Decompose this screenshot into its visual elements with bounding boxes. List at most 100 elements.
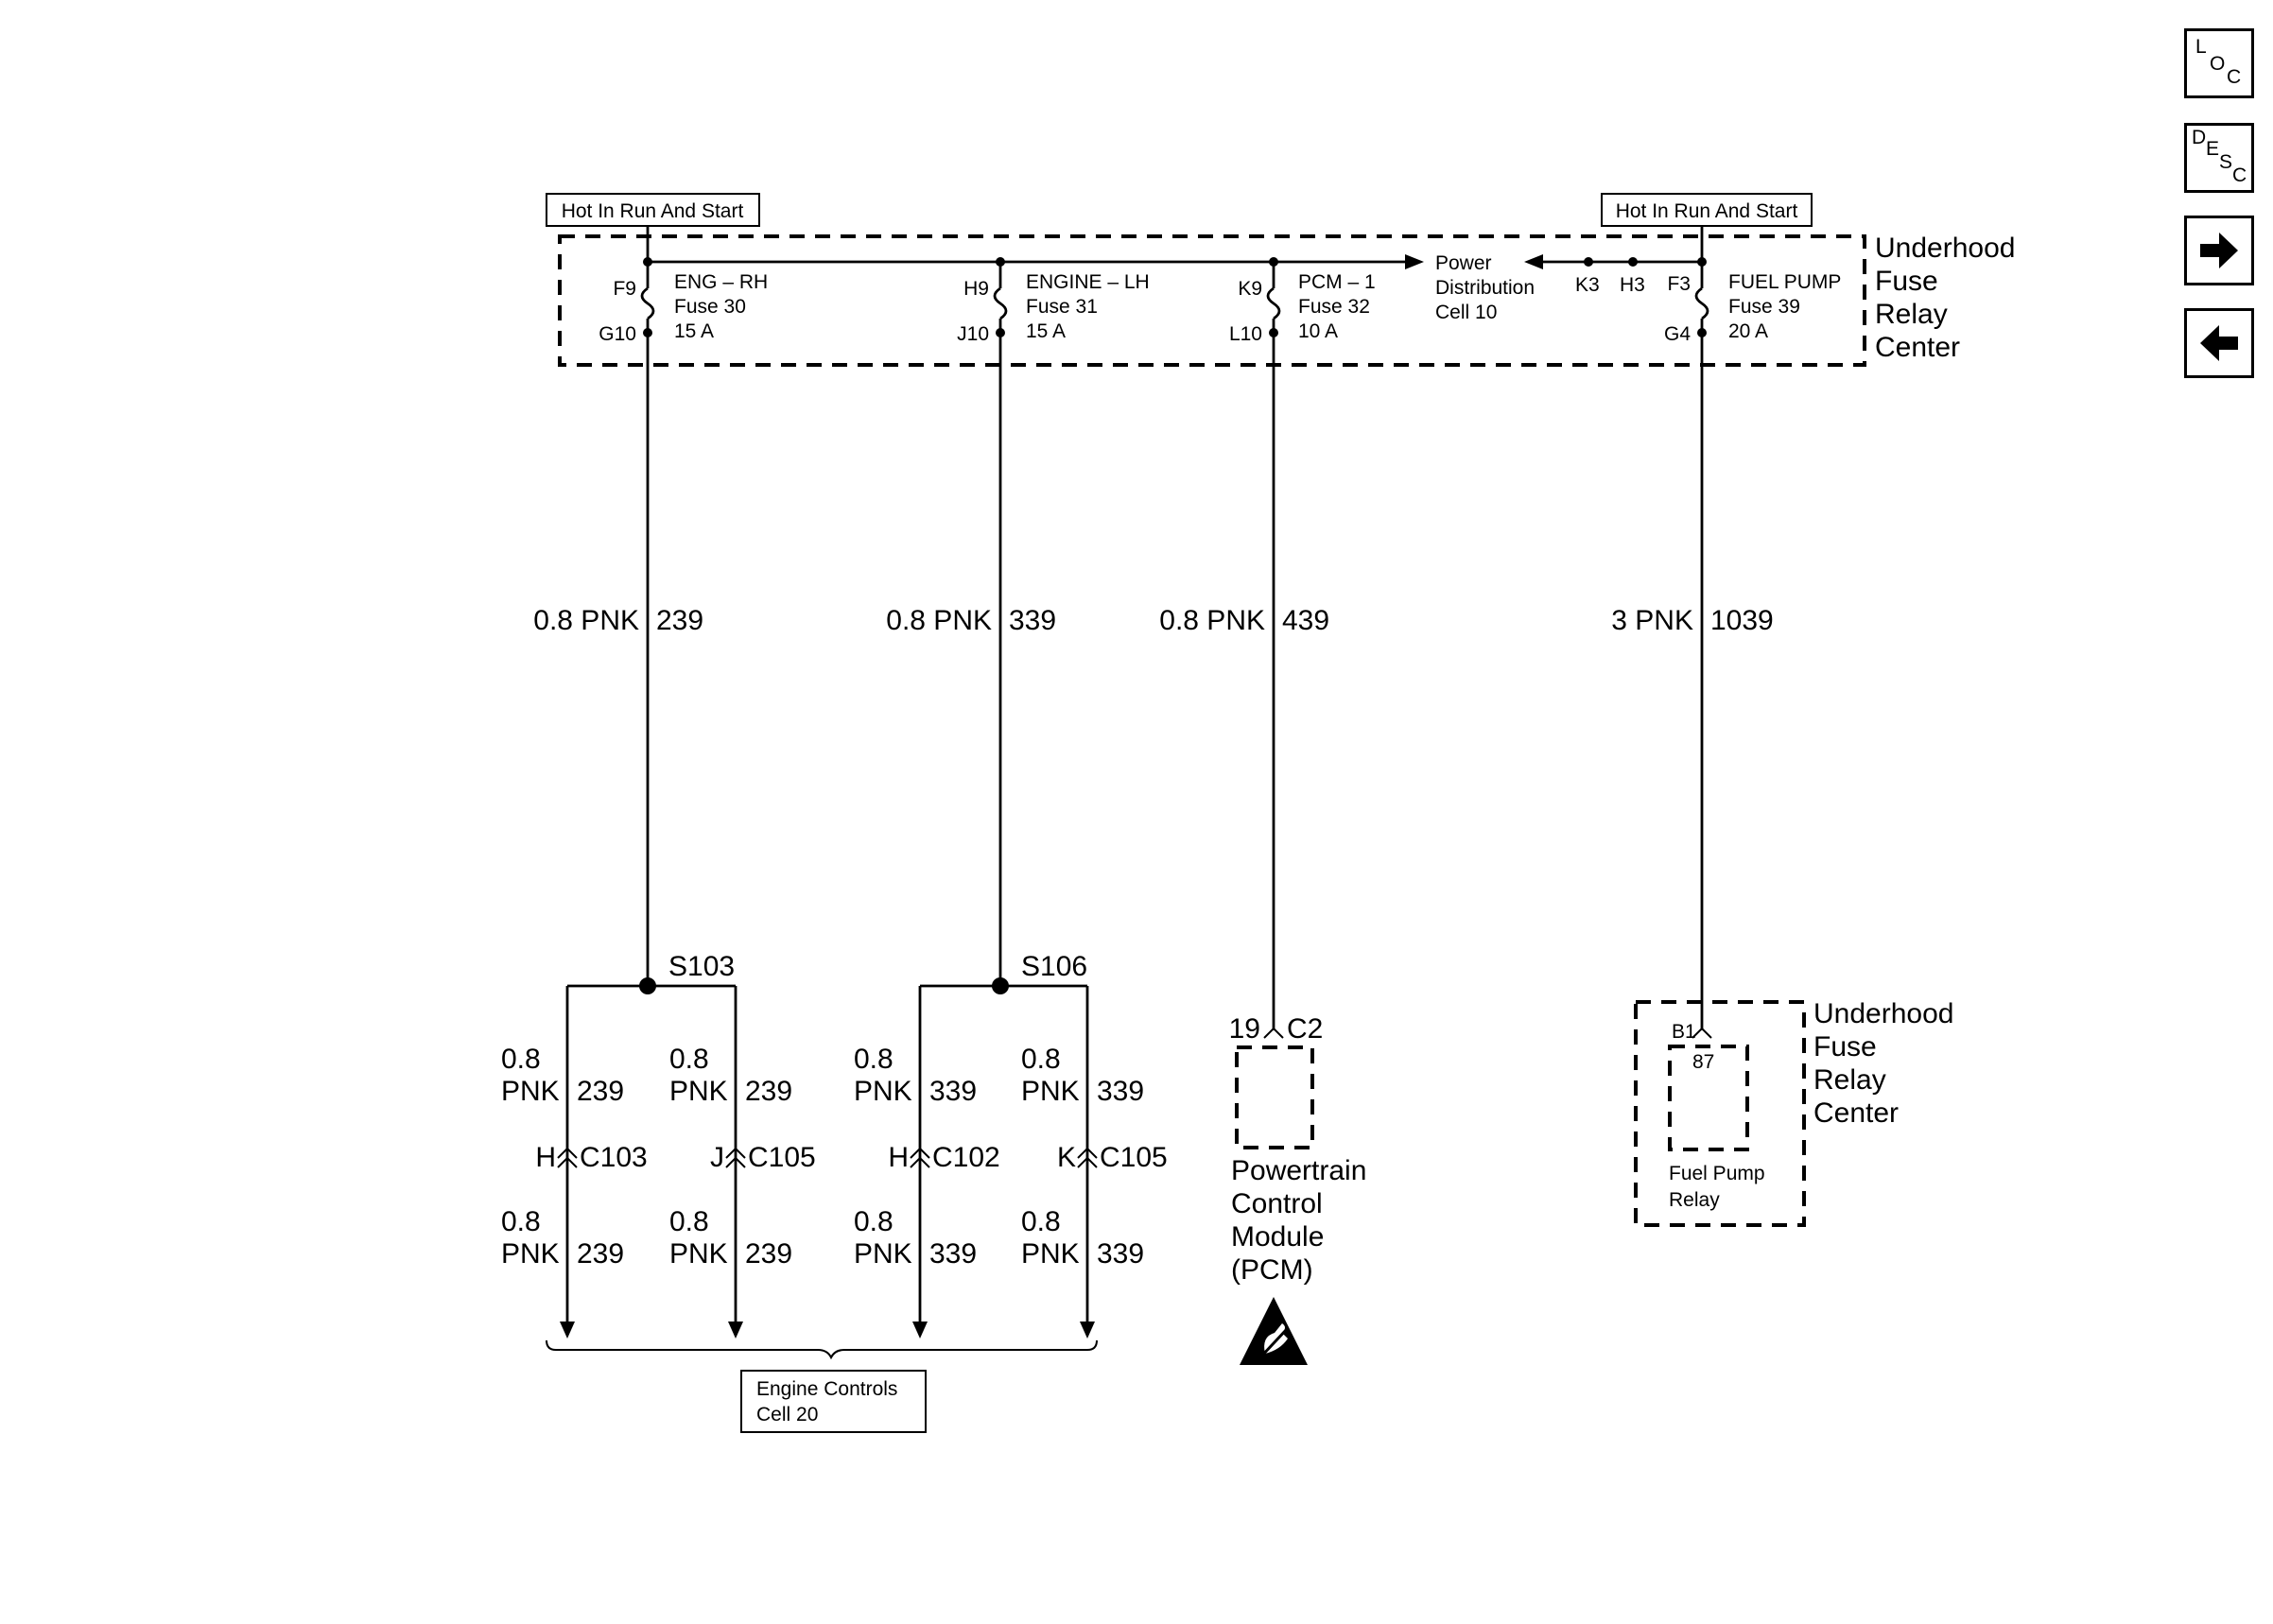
loc-letter-o: O: [2210, 53, 2226, 75]
svg-text:15 A: 15 A: [674, 320, 714, 342]
bus-arrow-right: [1405, 254, 1424, 269]
svg-text:0.8 PNK: 0.8 PNK: [1159, 605, 1265, 636]
svg-text:87: 87: [1692, 1051, 1714, 1073]
wire-1039: 3 PNK 1039: [1611, 333, 1774, 1030]
loc-letter-l: L: [2195, 36, 2207, 58]
svg-text:339: 339: [1097, 1076, 1144, 1107]
svg-text:339: 339: [1009, 605, 1056, 636]
loc-letter-c: C: [2227, 66, 2242, 88]
hot-in-run-start-left: Hot In Run And Start: [546, 193, 760, 227]
svg-text:0.8: 0.8: [1021, 1206, 1061, 1237]
fuse-32: K9 L10 PCM – 1 Fuse 32 10 A: [1229, 257, 1376, 345]
svg-text:0.8 PNK: 0.8 PNK: [886, 605, 992, 636]
svg-text:Hot In Run And Start: Hot In Run And Start: [562, 200, 744, 222]
branch-339-c105: 0.8 PNK 339 K C105 0.8 PNK 339: [1021, 986, 1168, 1339]
svg-text:Fuse 30: Fuse 30: [674, 296, 746, 318]
svg-text:19: 19: [1229, 1013, 1260, 1045]
next-page-button[interactable]: [2184, 216, 2254, 285]
svg-text:Center: Center: [1875, 332, 1960, 363]
svg-text:3 PNK: 3 PNK: [1611, 605, 1693, 636]
engine-controls-ref[interactable]: Engine Controls Cell 20: [740, 1370, 927, 1433]
svg-text:439: 439: [1282, 605, 1329, 636]
svg-text:Fuel Pump: Fuel Pump: [1669, 1163, 1765, 1184]
svg-text:C103: C103: [580, 1142, 648, 1173]
svg-text:L10: L10: [1229, 323, 1262, 345]
svg-text:Underhood: Underhood: [1813, 998, 1953, 1029]
pd-pin-k3: K3: [1575, 274, 1600, 296]
wire-439: 0.8 PNK 439: [1159, 333, 1329, 1030]
svg-text:C2: C2: [1287, 1013, 1323, 1045]
wire-339: 0.8 PNK 339: [886, 333, 1056, 986]
svg-text:0.8: 0.8: [854, 1206, 894, 1237]
svg-text:ENG – RH: ENG – RH: [674, 271, 768, 293]
relay-center-title: Underhood Fuse Relay Center: [1875, 233, 2015, 363]
svg-text:0.8: 0.8: [501, 1044, 541, 1075]
branch-239-c105: 0.8 PNK 239 J C105 0.8 PNK 239: [669, 986, 816, 1339]
arrow-left-icon: [2200, 325, 2238, 361]
svg-text:Distribution: Distribution: [1435, 277, 1535, 299]
prev-page-button[interactable]: [2184, 308, 2254, 378]
loc-button[interactable]: L O C: [2184, 28, 2254, 98]
svg-text:Engine Controls: Engine Controls: [756, 1378, 897, 1400]
desc-button[interactable]: D E S C: [2184, 123, 2254, 193]
svg-text:Powertrain: Powertrain: [1231, 1155, 1366, 1186]
esd-warning-icon: [1240, 1297, 1308, 1365]
svg-text:H: H: [535, 1142, 556, 1173]
svg-text:0.8: 0.8: [1021, 1044, 1061, 1075]
fuse-39: F3 G4 FUEL PUMP Fuse 39 20 A: [1664, 257, 1841, 345]
svg-text:Underhood: Underhood: [1875, 233, 2015, 264]
svg-text:Relay: Relay: [1813, 1064, 1886, 1096]
svg-text:15 A: 15 A: [1026, 320, 1066, 342]
svg-text:0.8: 0.8: [669, 1044, 709, 1075]
svg-text:Power: Power: [1435, 252, 1492, 274]
svg-text:1039: 1039: [1710, 605, 1774, 636]
svg-text:Control: Control: [1231, 1188, 1323, 1219]
svg-text:K9: K9: [1238, 278, 1262, 300]
svg-text:Fuse: Fuse: [1875, 266, 1938, 297]
svg-text:J: J: [710, 1142, 724, 1173]
desc-letter-s: S: [2219, 151, 2233, 173]
wire-239: 0.8 PNK 239: [533, 333, 703, 986]
desc-letter-e: E: [2206, 138, 2220, 160]
svg-text:Hot In Run And Start: Hot In Run And Start: [1616, 200, 1798, 222]
splice-s106: S106: [920, 951, 1087, 994]
svg-text:Fuse 39: Fuse 39: [1728, 296, 1800, 318]
svg-text:PCM – 1: PCM – 1: [1298, 271, 1376, 293]
power-distribution-ref[interactable]: Power Distribution Cell 10: [1435, 252, 1535, 323]
svg-text:PNK: PNK: [669, 1238, 728, 1270]
svg-text:G10: G10: [599, 323, 636, 345]
branch-239-c103: 0.8 PNK 239 H C103 0.8 PNK 239: [501, 986, 648, 1339]
svg-text:FUEL PUMP: FUEL PUMP: [1728, 271, 1841, 293]
svg-text:239: 239: [745, 1076, 792, 1107]
svg-text:J10: J10: [957, 323, 989, 345]
svg-text:239: 239: [656, 605, 703, 636]
svg-text:Cell 10: Cell 10: [1435, 302, 1497, 323]
desc-letter-d: D: [2192, 127, 2207, 148]
svg-text:239: 239: [577, 1238, 624, 1270]
engine-controls-bracket: [546, 1339, 1098, 1360]
svg-text:Fuse: Fuse: [1813, 1031, 1877, 1063]
svg-text:C105: C105: [748, 1142, 816, 1173]
svg-text:Center: Center: [1813, 1097, 1899, 1129]
svg-text:S103: S103: [668, 951, 735, 982]
svg-text:C105: C105: [1100, 1142, 1168, 1173]
svg-text:PNK: PNK: [669, 1076, 728, 1107]
svg-text:Relay: Relay: [1875, 299, 1948, 330]
svg-text:239: 239: [577, 1076, 624, 1107]
svg-text:239: 239: [745, 1238, 792, 1270]
svg-text:C102: C102: [932, 1142, 1000, 1173]
arrow-right-icon: [2200, 233, 2238, 268]
svg-text:H9: H9: [963, 278, 989, 300]
svg-text:PNK: PNK: [1021, 1076, 1080, 1107]
svg-text:Relay: Relay: [1669, 1189, 1720, 1211]
fuel-pump-relay: B1 87 Fuel Pump Relay Underhood Fuse Rel…: [1634, 998, 1953, 1227]
svg-text:Module: Module: [1231, 1221, 1324, 1253]
relay-center-box: [558, 234, 1866, 367]
pcm-module: 19 C2 Powertrain Control Module (PCM): [1229, 1013, 1367, 1286]
branch-339-c102: 0.8 PNK 339 H C102 0.8 PNK 339: [854, 986, 1000, 1339]
hot-in-run-start-right: Hot In Run And Start: [1601, 193, 1813, 227]
svg-text:PNK: PNK: [501, 1076, 560, 1107]
svg-text:0.8: 0.8: [669, 1206, 709, 1237]
svg-text:Cell 20: Cell 20: [756, 1404, 818, 1425]
svg-text:H: H: [888, 1142, 909, 1173]
